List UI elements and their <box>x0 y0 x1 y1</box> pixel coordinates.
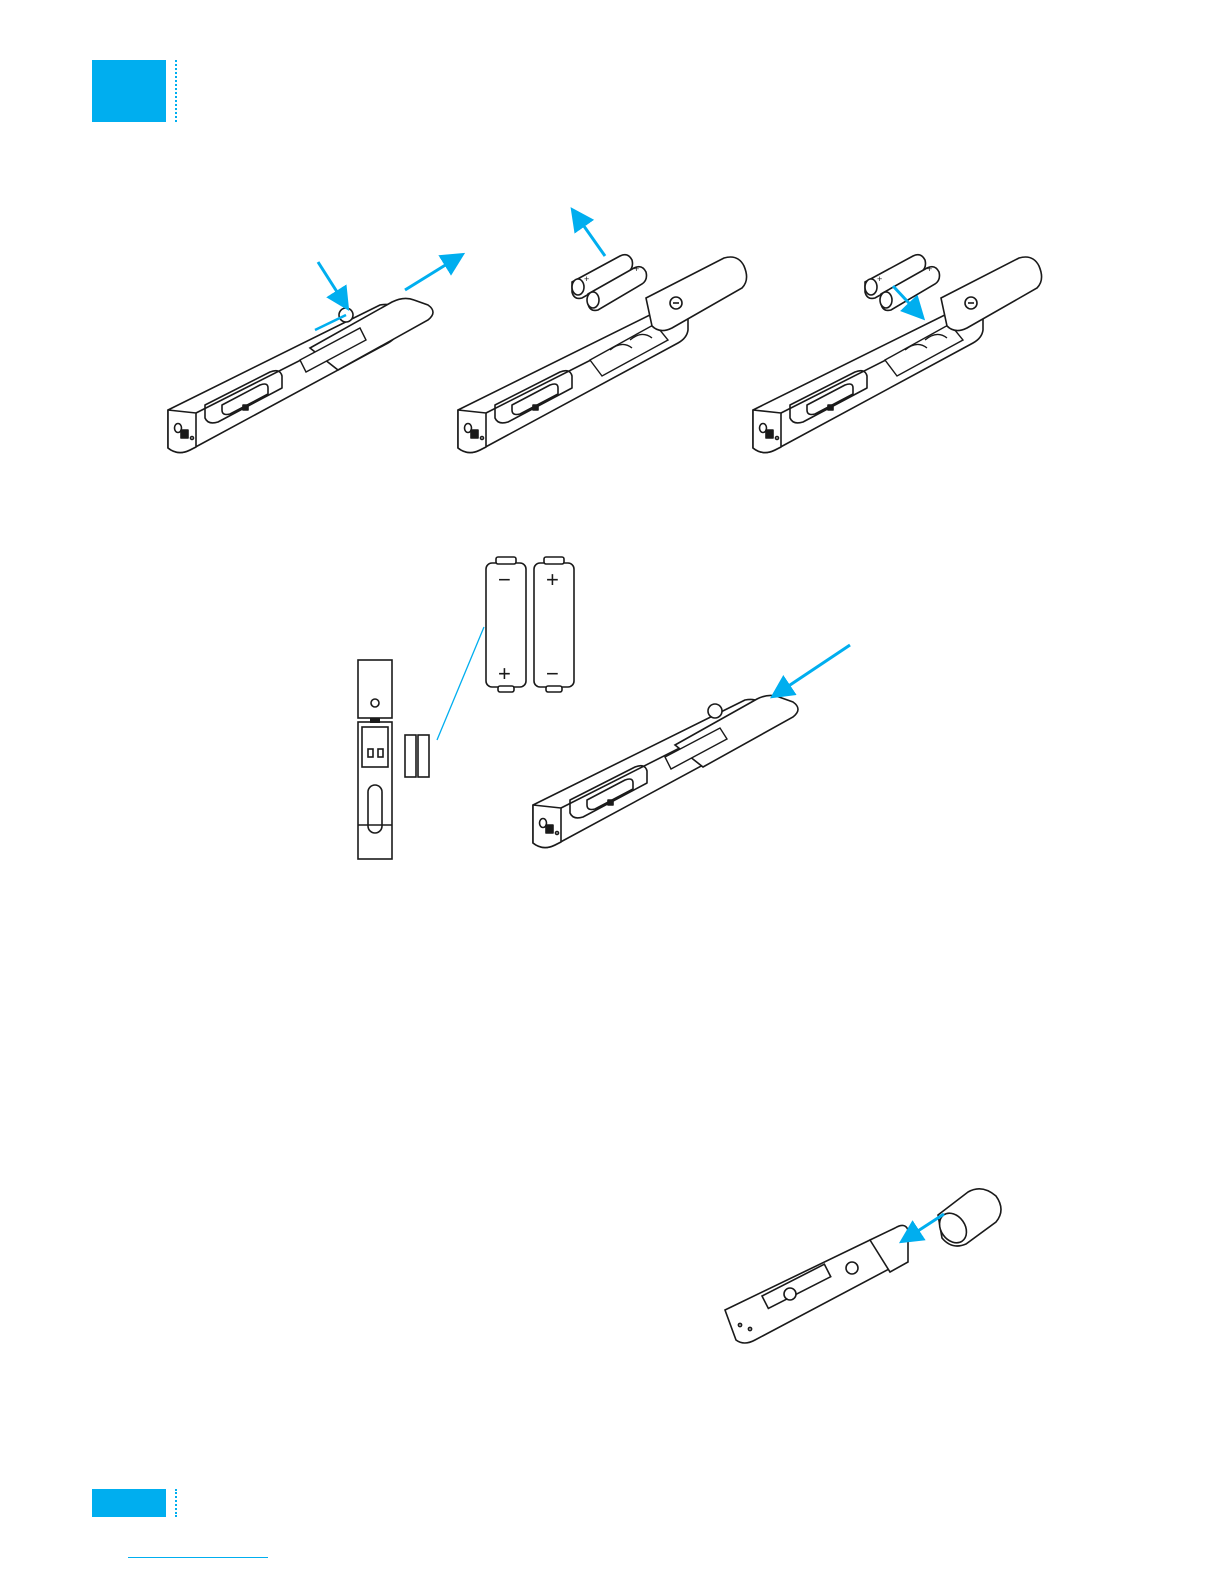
polarity-minus-left: − <box>498 567 511 592</box>
step-insert-batteries <box>745 200 1055 460</box>
step-remove-batteries <box>450 200 760 460</box>
polarity-plus-right: + <box>546 567 559 592</box>
section-tab-top <box>92 60 166 122</box>
step-close-cover <box>525 635 865 855</box>
page-number-tab <box>92 1489 166 1517</box>
step-attach-cap <box>720 1170 1020 1370</box>
polarity-plus-left: + <box>498 661 511 686</box>
step-open-cover <box>160 240 480 460</box>
footer-rule <box>128 1557 268 1558</box>
page-number-divider <box>175 1489 177 1517</box>
section-divider-top <box>175 60 177 122</box>
